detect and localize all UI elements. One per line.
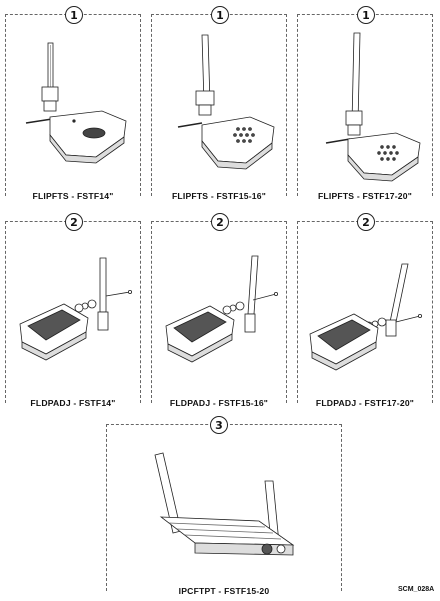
part-caption: FLIPFTS - FSTF15-16" — [152, 191, 286, 201]
flip-footplate-illustration — [325, 32, 421, 182]
callout-badge: 2 — [211, 213, 229, 231]
callout-badge: 2 — [357, 213, 375, 231]
panel-ipcftpt-15-20: 3 IPCFTPT - FSTF15-20 — [106, 416, 342, 596]
callout-badge: 1 — [211, 6, 229, 24]
part-caption: FLDPADJ - FSTF17-20" — [298, 398, 432, 408]
panel-flipfts-15-16: 1 FLIPFTS - FSTF15-16" — [151, 6, 287, 201]
adjustable-footplate-illustration — [165, 255, 279, 363]
part-caption: FLDPADJ - FSTF14" — [6, 398, 140, 408]
adjustable-footplate-illustration — [309, 263, 423, 371]
document-id: SCM_028A — [398, 586, 435, 593]
callout-badge: 3 — [210, 416, 228, 434]
part-caption: FLIPFTS - FSTF14" — [6, 191, 140, 201]
callout-badge: 2 — [65, 213, 83, 231]
platform-footplate-illustration — [154, 452, 295, 556]
flip-footplate-illustration — [177, 34, 275, 170]
panel-fldpadj-17-20: 2 FLDPADJ - FSTF17-20" — [297, 213, 433, 408]
panel-flipfts-17-20: 1 FLIPFTS - FSTF17-20" — [297, 6, 433, 201]
panel-flipfts-14: 1 FLIPFTS - FSTF14" — [5, 6, 141, 201]
part-caption: IPCFTPT - FSTF15-20 — [107, 586, 341, 596]
part-caption: FLIPFTS - FSTF17-20" — [298, 191, 432, 201]
panel-fldpadj-15-16: 2 FLDPADJ - FSTF15-16" — [151, 213, 287, 408]
flip-footplate-illustration — [25, 42, 127, 164]
callout-badge: 1 — [357, 6, 375, 24]
adjustable-footplate-illustration — [19, 257, 133, 361]
callout-badge: 1 — [65, 6, 83, 24]
part-caption: FLDPADJ - FSTF15-16" — [152, 398, 286, 408]
panel-fldpadj-14: 2 FLDPADJ - FSTF14" — [5, 213, 141, 408]
